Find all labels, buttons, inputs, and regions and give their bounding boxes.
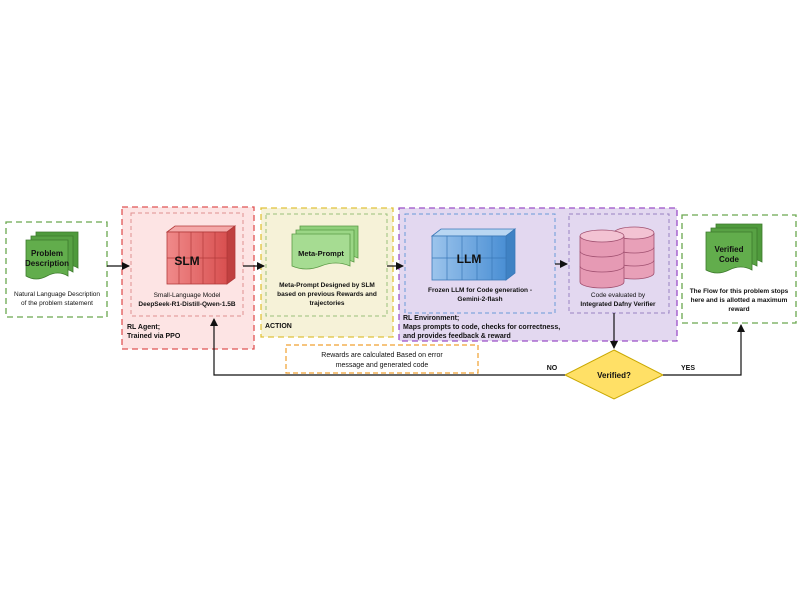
verified-decision-diamond — [563, 349, 665, 400]
llm-caption-1: Frozen LLM for Code generation - — [428, 287, 532, 294]
no-label: NO — [547, 365, 558, 372]
problem-caption-2: of the problem statement — [21, 300, 93, 307]
verified-doc-label-2: Code — [719, 255, 740, 264]
decision-label: Verified? — [597, 371, 631, 380]
slm-block-label: SLM — [174, 254, 199, 268]
rl-env-label-2: Maps prompts to code, checks for correct… — [403, 324, 560, 331]
meta-prompt-doc-stack — [291, 225, 359, 270]
verified-doc-label-1: Verified — [715, 245, 744, 254]
rl-agent-label-2: Trained via PPO — [127, 333, 181, 340]
reward-note-frame — [285, 344, 479, 374]
flow-arrows — [107, 260, 745, 376]
reward-note-2: message and generated code — [336, 362, 429, 369]
llm-caption-2: Gemini-2-flash — [457, 296, 502, 303]
meta-caption-1: Meta-Prompt Designed by SLM — [279, 282, 375, 289]
arrow-yes-to-verified — [663, 324, 745, 376]
slm-block-icon — [165, 225, 237, 285]
dafny-caption-2: Integrated Dafny Verifier — [580, 301, 656, 308]
meta-prompt-doc-label: Meta-Prompt — [298, 249, 344, 258]
verified-caption-2: here and is allotted a maximum — [691, 297, 788, 304]
arrow-no-feedback — [210, 318, 565, 376]
slm-caption-2: DeepSeek-R1-Distill-Qwen-1.5B — [138, 301, 235, 308]
meta-caption-3: trajectories — [309, 300, 344, 307]
problem-doc-label-1: Problem — [31, 249, 63, 258]
rl-agent-label-1: RL Agent; — [127, 324, 160, 331]
problem-doc-stack — [25, 231, 79, 280]
rl-env-label-3: and provides feedback & reward — [403, 333, 511, 340]
yes-label: YES — [681, 365, 695, 372]
action-group-label: ACTION — [265, 323, 292, 330]
llm-block-label: LLM — [457, 252, 482, 266]
problem-doc-label-2: Description — [25, 259, 69, 268]
dafny-caption-1: Code evaluated by — [591, 292, 646, 299]
rl-env-label-1: RL Environment; — [403, 315, 459, 322]
slm-inner-frame — [130, 212, 244, 317]
verified-doc-stack — [705, 223, 763, 274]
verified-caption-3: reward — [728, 306, 749, 313]
slm-caption-1: Small-Language Model — [154, 292, 221, 299]
dafny-inner-frame — [568, 213, 670, 314]
verified-caption-1: The Flow for this problem stops — [690, 288, 789, 295]
problem-caption-1: Natural Language Description — [14, 291, 100, 298]
llm-block-icon — [430, 228, 517, 281]
database-icon — [579, 226, 655, 289]
meta-inner-frame — [265, 213, 388, 317]
meta-caption-2: based on previous Rewards and — [277, 291, 377, 298]
reward-note-1: Rewards are calculated Based on error — [321, 352, 443, 359]
